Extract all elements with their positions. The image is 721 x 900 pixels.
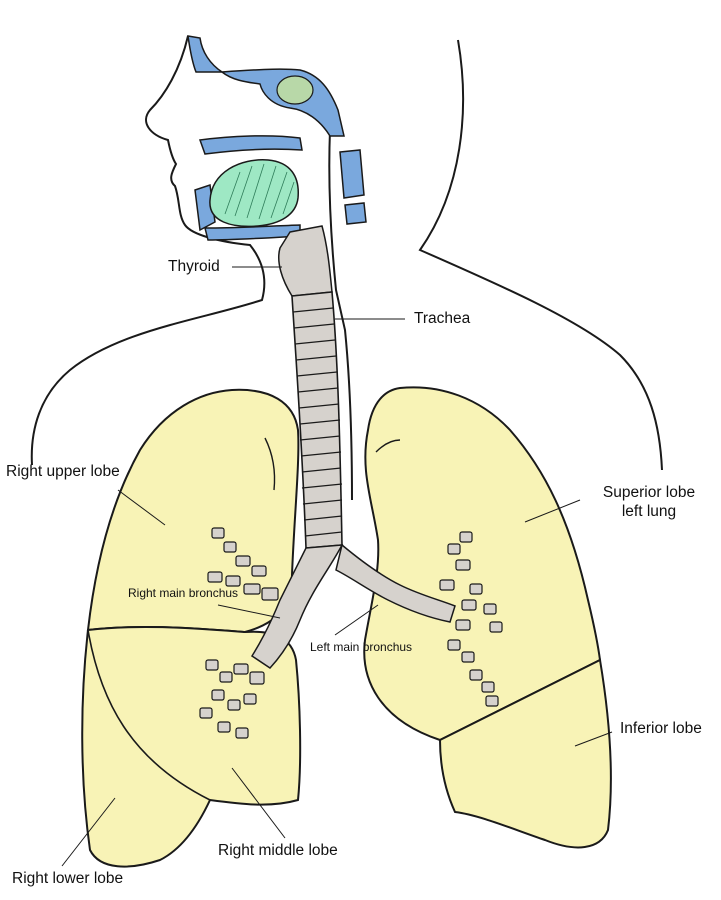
- leader-lines: [61, 266, 613, 867]
- tongue: [209, 159, 299, 228]
- cervical-vertebra-1: [339, 149, 365, 199]
- neck-back-outline: [418, 39, 663, 471]
- right-middle-lobe-leader: [231, 767, 286, 839]
- right-middle-lobe-label: Right middle lobe: [218, 842, 338, 859]
- bronchial-branches: [199, 527, 503, 739]
- right-lower-lobe-label: Right lower lobe: [12, 870, 124, 887]
- superior-lobe-label: Superior lobe left lung: [590, 484, 708, 521]
- hard-palate: [198, 135, 303, 155]
- cervical-vertebra-2: [344, 202, 367, 225]
- left-lung-inner-line: [375, 439, 401, 453]
- superior-lobe-label-line2: left lung: [621, 502, 677, 520]
- sphenoid-sinus: [276, 75, 314, 105]
- pharynx-outline: [328, 129, 353, 501]
- left-main-bronchus-label: Left main bronchus: [310, 640, 413, 654]
- right-lung-inner-line: [264, 437, 276, 491]
- left-main-bronchus-shape: [335, 543, 456, 623]
- right-upper-lobe-leader: [117, 489, 166, 526]
- right-main-bronchus-shape: [250, 544, 344, 669]
- right-lower-lobe-leader: [61, 797, 116, 867]
- body-outline: [30, 35, 266, 466]
- right-upper-lobe-label: Right upper lobe: [6, 463, 120, 480]
- larynx: [278, 225, 333, 297]
- right-main-bronchus-label: Right main bronchus: [128, 586, 239, 600]
- tongue-muscle-lines: [224, 163, 295, 220]
- nasal-bone: [187, 35, 225, 73]
- inferior-lobe-label: Inferior lobe: [620, 720, 702, 737]
- superior-lobe-leader: [524, 499, 581, 523]
- left-main-bronchus-leader: [334, 604, 379, 636]
- left-lung-upper: [363, 386, 602, 742]
- thyroid-label: Thyroid: [168, 258, 220, 275]
- trachea-label: Trachea: [414, 310, 471, 327]
- inferior-lobe-leader: [574, 731, 613, 747]
- sphenoid-bone: [220, 68, 345, 137]
- right-lung-lower: [81, 625, 302, 868]
- right-main-bronchus-leader: [217, 604, 281, 619]
- right-lung-fissure: [87, 629, 211, 801]
- superior-lobe-label-line1: Superior lobe: [602, 484, 696, 501]
- trachea-rings: [292, 307, 343, 537]
- left-lung-lower: [438, 658, 612, 849]
